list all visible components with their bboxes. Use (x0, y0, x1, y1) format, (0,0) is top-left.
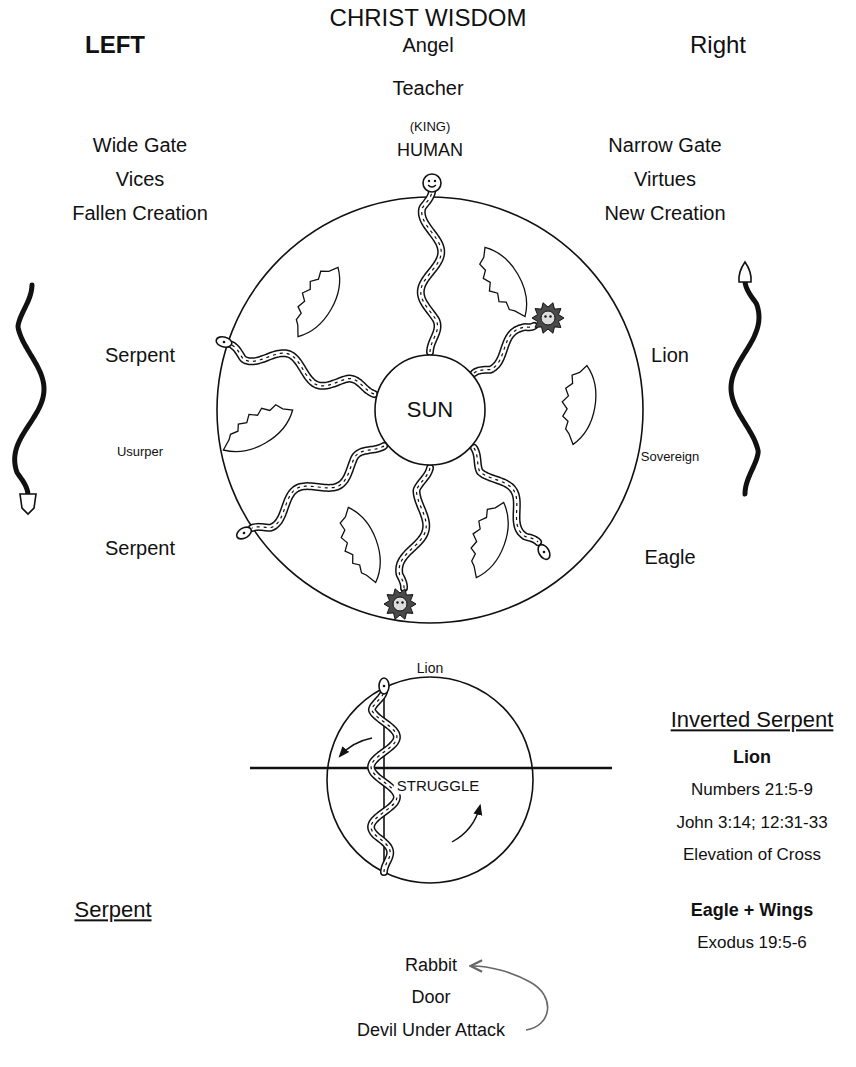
serpent-body (421, 192, 441, 352)
serpent-body (474, 448, 538, 542)
label-text: Elevation of Cross (683, 845, 821, 865)
turn-arrow (452, 806, 480, 842)
lion-head (532, 303, 564, 333)
label-text: (KING) (410, 120, 450, 135)
label-text: Serpent (74, 897, 151, 922)
serpents-and-wings (15, 174, 759, 872)
label-text: Eagle (644, 546, 695, 569)
struggle-circle: STRUGGLE (327, 677, 533, 883)
label-text: Virtues (634, 168, 696, 191)
lion-eye (401, 601, 403, 603)
label-text: Teacher (392, 77, 463, 100)
label-text: HUMAN (397, 140, 463, 161)
serpent-bottom (399, 468, 430, 588)
label-text: Rabbit (405, 955, 457, 976)
serpent-head (379, 678, 389, 694)
serpent-body (399, 468, 430, 588)
label-text: Vices (116, 168, 165, 191)
serpent-body (474, 448, 538, 542)
lion-eye (396, 601, 398, 603)
serpent-scales (252, 446, 384, 528)
wing-leaf (555, 362, 601, 447)
node-label: STRUGGLE (394, 777, 483, 794)
serpent-body (252, 446, 384, 528)
serpent-eye (543, 551, 546, 554)
serpent-lower-left (252, 446, 384, 528)
sun-circle: SUN (374, 354, 486, 466)
serpent-head (235, 525, 254, 542)
serpent-body (399, 468, 430, 588)
node-circle-outline (375, 355, 485, 465)
serpent-head (536, 543, 553, 562)
label-text: Serpent (105, 537, 175, 560)
diagram-title: CHRIST WISDOM (330, 4, 527, 32)
lion-face (393, 597, 407, 611)
serpent-body (731, 282, 759, 494)
node-label: SUN (404, 397, 456, 422)
wing-leaf (214, 394, 300, 463)
label-text: LEFT (85, 31, 145, 59)
human-eye (428, 180, 430, 182)
label-text: Devil Under Attack (357, 1020, 505, 1041)
wing-leaf (331, 502, 389, 588)
serpent-head (739, 262, 751, 282)
label-text: Narrow Gate (608, 134, 721, 157)
label-text: Usurper (117, 445, 163, 460)
serpent-upper-right (474, 326, 534, 373)
struggle-ring (327, 677, 533, 883)
wing-leaf (282, 258, 351, 344)
human-eye (434, 180, 436, 182)
wing-leaf (459, 496, 517, 582)
serpent-scales (474, 448, 538, 542)
label-text: Lion (417, 660, 443, 676)
serpent-eye (243, 532, 246, 535)
lion-face (541, 311, 555, 325)
label-text: Exodus 19:5-6 (697, 933, 807, 953)
serpent-head (215, 335, 233, 349)
lion-eye (544, 315, 546, 317)
label-text: Door (411, 987, 450, 1008)
lion-eye (549, 315, 551, 317)
serpent-body (474, 326, 534, 373)
label-text: Eagle + Wings (691, 900, 813, 921)
serpent-body (15, 285, 44, 494)
label-text: John 3:14; 12:31-33 (676, 813, 827, 833)
wing-leaf (469, 240, 538, 326)
cross-beam (250, 767, 612, 769)
label-text: Inverted Serpent (671, 707, 834, 732)
label-text: Lion (651, 344, 689, 367)
human-head (423, 174, 441, 192)
label-text: Lion (733, 747, 771, 768)
serpent-body (252, 446, 384, 528)
label-text: Serpent (105, 344, 175, 367)
label-text: New Creation (604, 202, 725, 225)
side-serpent-left (15, 285, 44, 494)
serpent-scales (421, 192, 441, 352)
serpent-body (474, 326, 534, 373)
human-smile (428, 185, 436, 187)
serpent-body (232, 345, 374, 394)
serpent-body (421, 192, 441, 352)
label-text: Fallen Creation (72, 202, 208, 225)
lion-head (384, 589, 416, 619)
turn-arrow (340, 738, 372, 756)
serpent-body (232, 345, 374, 394)
label-text: Numbers 21:5-9 (691, 780, 813, 800)
label-text: Angel (402, 34, 453, 57)
serpent-eye (223, 341, 226, 344)
serpent-upper-left (232, 345, 374, 394)
serpent-lower-right (474, 448, 538, 542)
label-text: Wide Gate (93, 134, 187, 157)
serpent-scales (232, 345, 374, 394)
serpent-head (20, 494, 36, 514)
serpent-eye (383, 685, 386, 688)
serpent-scales (474, 326, 534, 373)
label-text: Sovereign (641, 450, 700, 465)
side-serpent-right (731, 282, 759, 494)
serpent-top (421, 192, 441, 352)
label-text: Right (690, 31, 746, 59)
serpent-scales (399, 468, 430, 588)
